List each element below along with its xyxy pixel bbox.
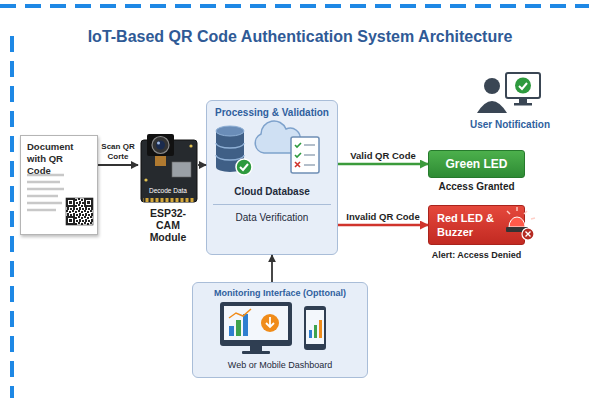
status-caption: Access Granted: [429, 181, 524, 193]
led-label: Red LED & Buzzer: [429, 206, 524, 244]
user-notification-icon: [477, 73, 540, 113]
board-print: Decode Data: [138, 187, 198, 195]
processing-panel: Processing & ValidationCloud DatabaseDat…: [206, 100, 338, 255]
invalid-arrow: [338, 224, 428, 226]
status-caption: Alert: Access Denied: [429, 249, 524, 261]
data-arrow: [198, 164, 206, 166]
esp32-cam-board: [141, 134, 197, 202]
dashed-border: [0, 6, 589, 398]
user-notification: User Notification: [464, 70, 556, 134]
module-label: ESP32-CAM Module: [138, 207, 198, 243]
document-box: Document with QR Code: [20, 135, 98, 235]
alarm-buzzer-icon: [506, 207, 535, 240]
led-label: Green LED: [429, 151, 524, 177]
panel-heading: Monitoring Interface (Opttonal): [199, 287, 361, 299]
document-label: Document with QR Code: [27, 141, 89, 177]
valid-arrow: [338, 163, 428, 165]
edge-label: Scan QR Corte: [98, 142, 138, 162]
dashboard-icons: [220, 302, 326, 354]
monitor-arrow: [271, 255, 273, 282]
database-label: Cloud Database: [213, 185, 331, 198]
edge-label: Valid QR Code: [350, 150, 415, 161]
cloud-database-icons: [216, 121, 319, 175]
scan-arrow: [98, 164, 138, 166]
edge-label: Invalid QR Code: [346, 211, 419, 222]
verification-label: Data Verification: [213, 204, 331, 224]
diagram-title: IoT-Based QR Code Authentication System …: [20, 28, 580, 46]
dashboard-label: Web or Mobile Dashboard: [199, 359, 361, 371]
green-led-box: Green LEDAccess Granted: [428, 150, 525, 178]
esp32-cam-module: Decode DataESP32-CAM Module: [138, 130, 198, 245]
red-led-buzzer-box: Red LED & BuzzerAlert: Access Denied: [428, 205, 525, 245]
panel-heading: Processing & Validation: [213, 106, 331, 119]
notification-label: User Notification: [464, 118, 556, 131]
document-illustration: [27, 175, 93, 225]
monitoring-panel: Monitoring Interface (Opttonal) Web or Mo…: [192, 282, 368, 378]
